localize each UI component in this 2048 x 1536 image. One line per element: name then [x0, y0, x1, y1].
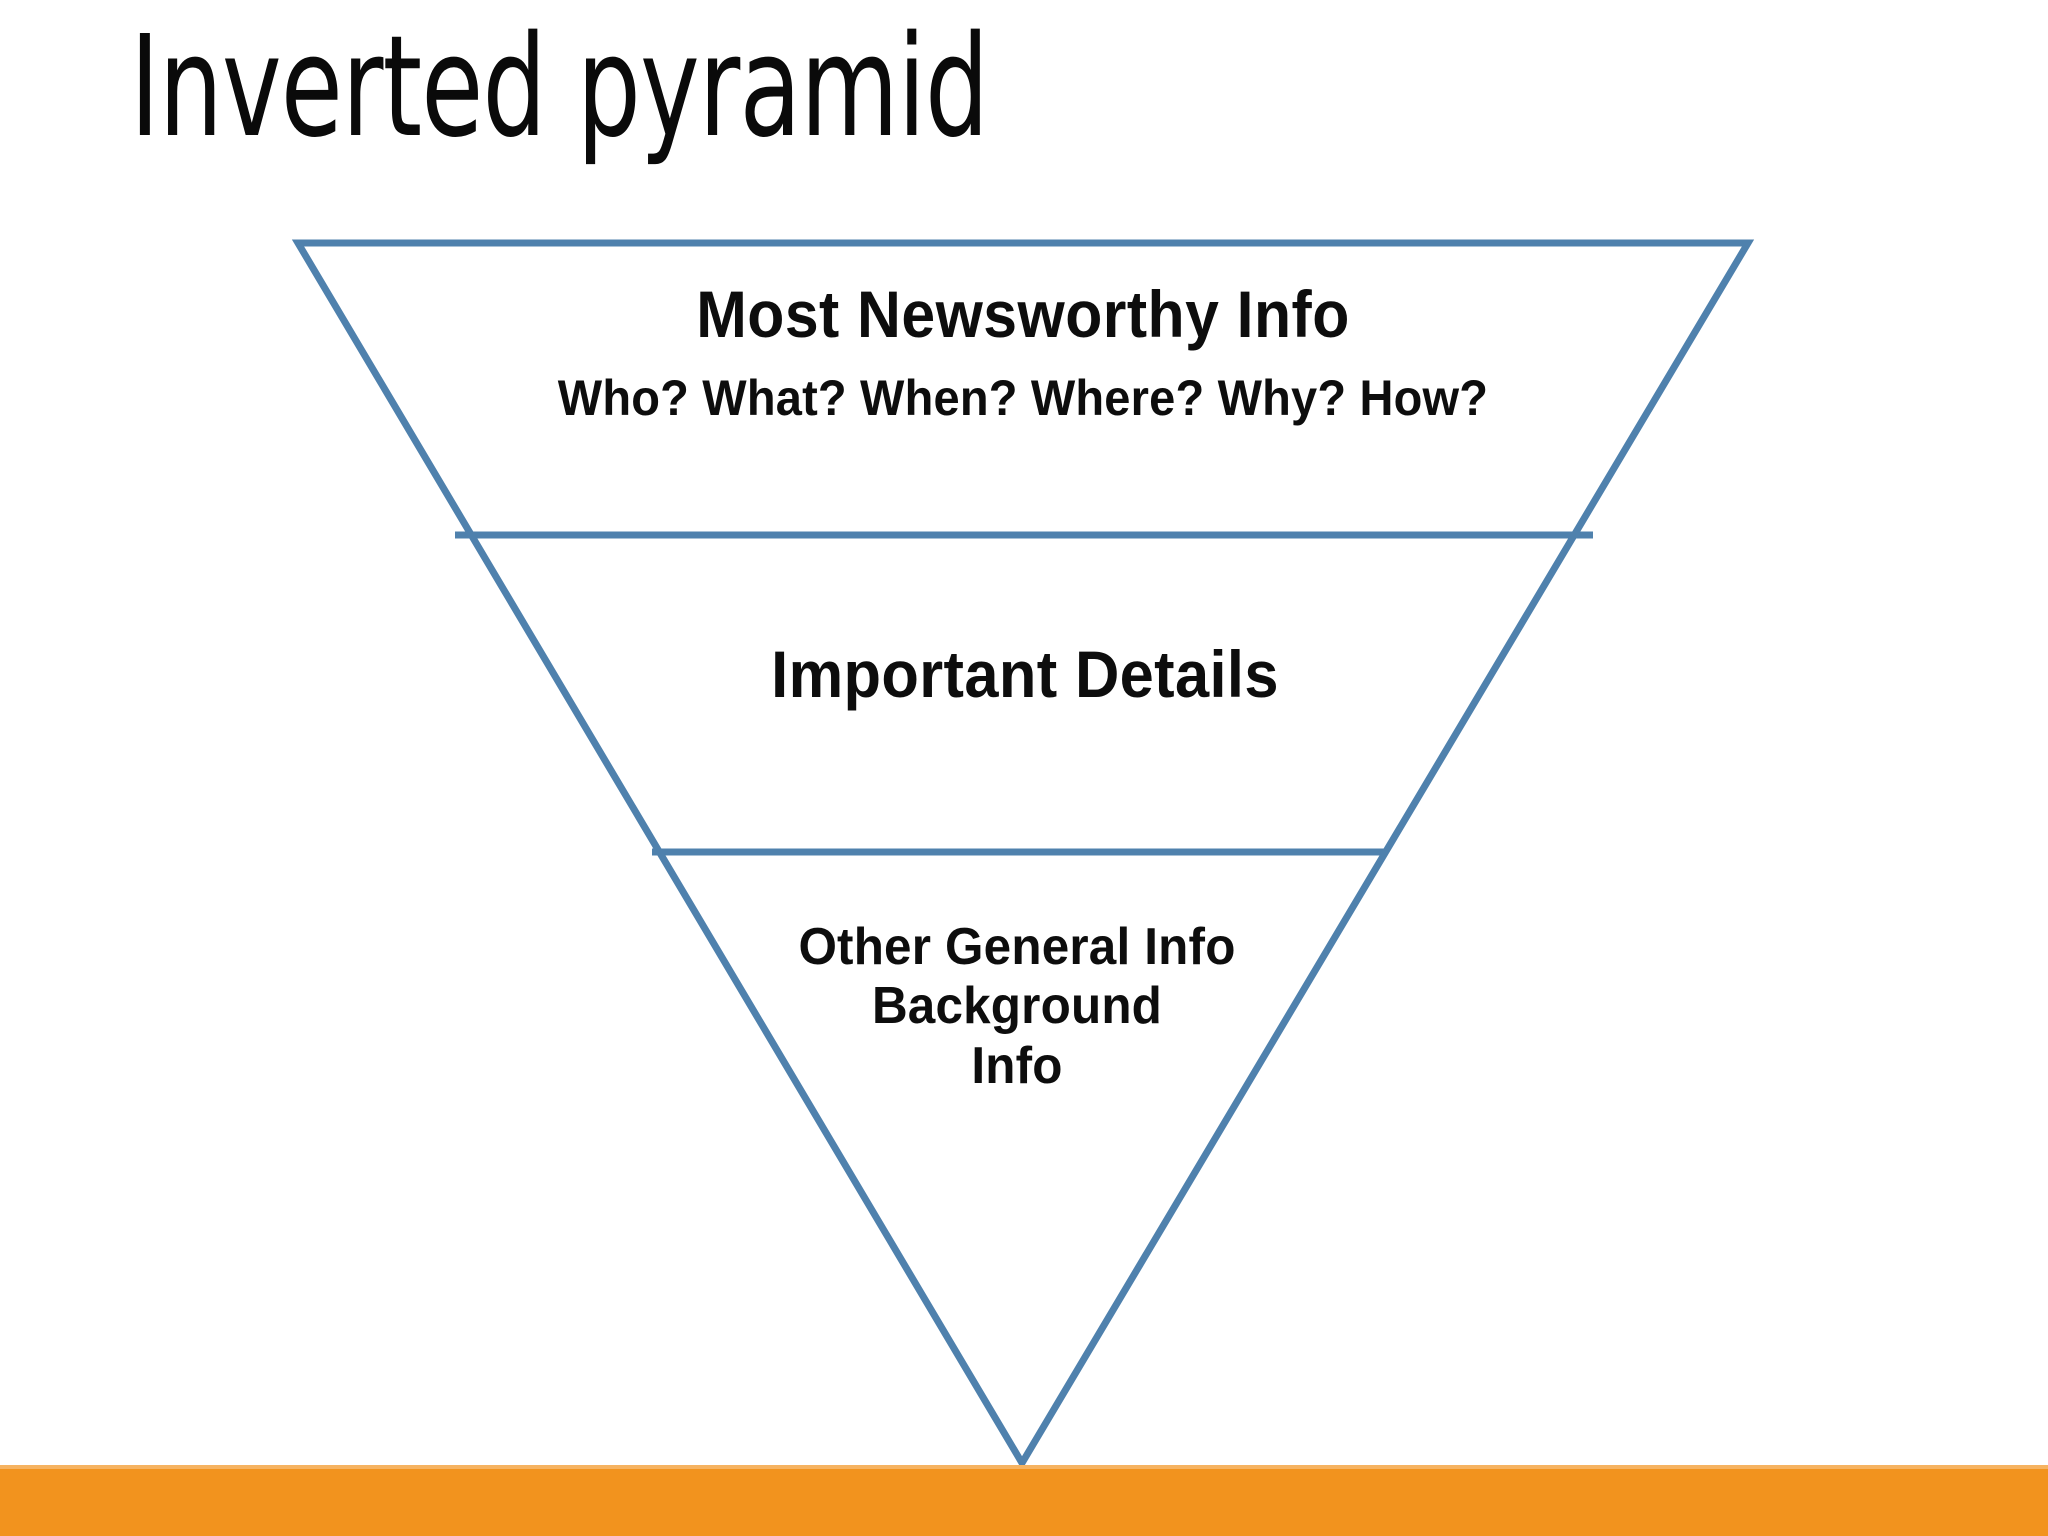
- footer-accent-bar: [0, 1465, 2048, 1536]
- band-1-subtext: Who? What? When? Where? Why? How?: [557, 370, 1489, 427]
- band-1-heading: Most Newsworthy Info: [696, 277, 1350, 351]
- band-3-line-3: Info: [971, 1036, 1063, 1095]
- page-title: Inverted pyramid: [130, 6, 989, 169]
- pyramid-band-most-newsworthy: Most Newsworthy Info Who? What? When? Wh…: [298, 277, 1748, 427]
- band-2-heading: Important Details: [771, 637, 1279, 711]
- pyramid-band-other-general-info: Other General Info Background Info: [652, 918, 1382, 1096]
- band-3-line-1: Other General Info: [798, 918, 1236, 976]
- band-3-line-2: Background: [871, 977, 1163, 1036]
- footer-accent-highlight: [0, 1465, 2048, 1469]
- pyramid-band-important-details: Important Details: [455, 637, 1595, 711]
